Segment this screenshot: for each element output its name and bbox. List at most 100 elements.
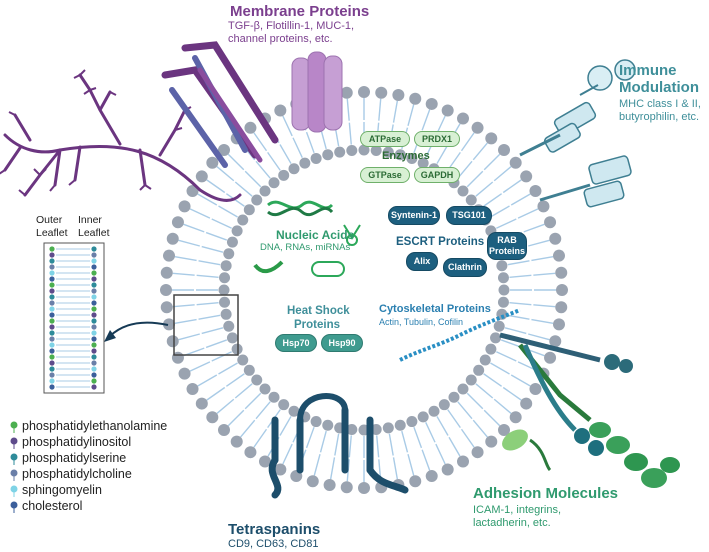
enzymes-title: Enzymes	[382, 150, 430, 162]
lipid-tail	[201, 327, 224, 335]
lipid-tail	[240, 419, 256, 438]
lipid-head	[178, 367, 191, 380]
escrt-pill: RAB Proteins	[487, 232, 527, 260]
lipid-tail	[388, 433, 394, 456]
lipid-head	[244, 446, 257, 459]
tetraspanin	[268, 393, 409, 499]
lipid-head	[218, 284, 230, 296]
panel-lipid-head	[49, 276, 55, 282]
lipid-head	[243, 204, 255, 216]
lipid-tail	[407, 454, 415, 476]
panel-lipid-head	[91, 318, 97, 324]
lipid-tail	[466, 392, 484, 410]
lipid-head	[274, 463, 287, 476]
lipid-tail	[475, 383, 494, 399]
mhc-proteins	[519, 59, 636, 208]
lipid-head	[259, 455, 271, 468]
glycoprotein-branch	[3, 73, 242, 202]
inner-leaflet-line2: Leaflet	[78, 227, 110, 239]
lipid-tail	[507, 314, 530, 320]
lipid-tail	[244, 392, 262, 410]
lipid-tail	[189, 361, 211, 372]
lipid-tail	[475, 181, 494, 197]
tetraspanins-title: Tetraspanins	[228, 521, 321, 538]
lipid-tail	[218, 362, 238, 375]
lipid-tail	[528, 333, 550, 341]
lipid-tail	[493, 398, 512, 414]
lipid-head	[226, 236, 238, 248]
lipid-tail	[466, 170, 484, 188]
lipid-head	[268, 177, 280, 189]
legend-swatch	[10, 453, 18, 461]
legend-item: phosphatidylethanolamine	[22, 418, 167, 434]
lipid-head	[322, 419, 334, 431]
lipid-tail	[234, 181, 253, 197]
lipid-head	[346, 145, 358, 157]
lipid-head	[186, 383, 199, 395]
panel-lipid-head	[91, 264, 97, 270]
lipid-tail	[436, 416, 449, 436]
lipid-tail	[201, 245, 224, 253]
lipid-tail	[218, 205, 238, 218]
lipid-tail	[292, 137, 303, 158]
lipid-head	[166, 335, 179, 348]
lipid-head	[438, 399, 450, 411]
lipid-head	[406, 416, 418, 428]
lipid-head	[465, 374, 477, 386]
immune-sub1: MHC class I & II,	[619, 98, 701, 110]
panel-lipid-head	[91, 282, 97, 288]
lipid-head	[498, 424, 511, 437]
lipid-tail	[509, 274, 532, 278]
panel-lipid-head	[91, 288, 97, 294]
panel-lipid-head	[49, 354, 55, 360]
dna-helix	[253, 200, 361, 277]
lipid-head	[195, 170, 208, 183]
lipid-head	[537, 200, 550, 213]
lipid-head	[163, 249, 176, 262]
lipid-head	[243, 364, 255, 376]
lipid-head	[465, 194, 477, 206]
lipid-tail	[533, 272, 556, 276]
lipid-tail	[448, 436, 461, 457]
lipid-head	[223, 320, 235, 332]
lipid-tail	[496, 351, 517, 362]
legend-swatch	[10, 421, 18, 429]
lipid-tail	[234, 383, 253, 399]
lipid-head	[498, 284, 510, 296]
lipid-tail	[523, 223, 545, 233]
panel-lipid-head	[91, 252, 97, 258]
panel-lipid-head	[91, 360, 97, 366]
panel-lipid-head	[49, 330, 55, 336]
lipid-head	[278, 169, 290, 181]
lipid-head	[340, 86, 353, 99]
magnify-box	[173, 294, 239, 356]
lipid-tail	[510, 193, 531, 206]
panel-lipid-head	[49, 246, 55, 252]
lipid-head	[278, 399, 290, 411]
lipid-head	[340, 481, 353, 494]
lipid-tail	[483, 409, 501, 427]
lipid-head	[163, 318, 176, 331]
arrowhead-icon	[104, 330, 116, 342]
lipid-head	[485, 435, 498, 448]
lipid-tail	[319, 430, 327, 453]
lipid-tail	[174, 255, 197, 262]
lipid-head	[425, 470, 438, 483]
lipid-head	[409, 92, 422, 105]
escrt-pill: Clathrin	[443, 258, 487, 277]
lipid-head	[237, 214, 249, 226]
lipid-tail	[183, 223, 205, 233]
lipid-head	[485, 132, 498, 145]
lipid-head	[441, 104, 454, 117]
panel-lipid-head	[49, 384, 55, 390]
lipid-head	[529, 185, 542, 197]
lipid-tail	[196, 274, 219, 278]
lipid-head	[520, 397, 533, 410]
panel-lipid-head	[91, 366, 97, 372]
lipid-head	[555, 266, 568, 279]
lipid-head	[220, 260, 232, 272]
panel-lipid-head	[91, 384, 97, 390]
lipid-head	[441, 463, 454, 476]
lipid-tail	[509, 302, 532, 306]
